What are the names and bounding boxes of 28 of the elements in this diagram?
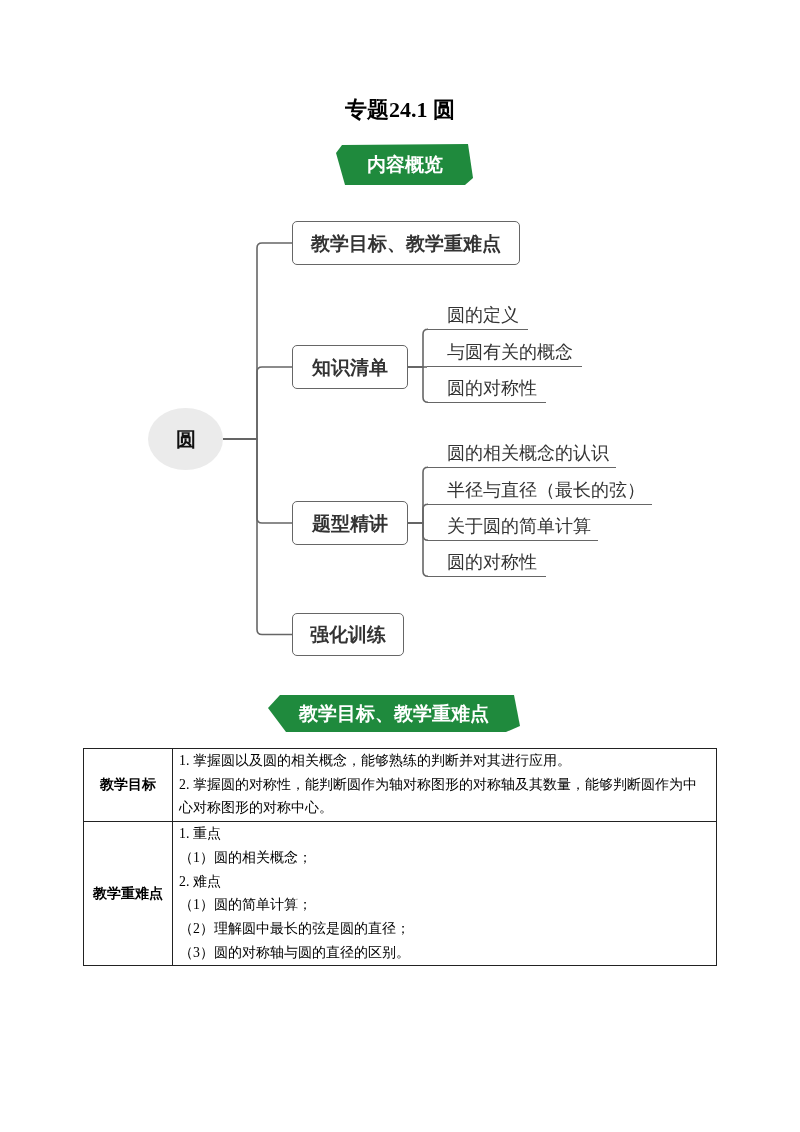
list-item: （1）圆的简单计算； [179, 896, 313, 915]
list-item: 1. 掌握圆以及圆的相关概念，能够熟练的判断并对其进行应用。 [179, 752, 572, 770]
list-item: （1）圆的相关概念； [179, 848, 313, 867]
subtopic-label: 圆的对称性 [427, 547, 546, 577]
header-cell: 教学目标 [84, 749, 173, 822]
connector-line [407, 366, 429, 404]
subtopic-label: 圆的对称性 [427, 373, 546, 403]
subtopic-label: 与圆有关的概念 [427, 337, 582, 367]
topic-box: 知识清单 [292, 345, 408, 389]
section-banner: 教学目标、教学重难点 [268, 695, 520, 732]
topic-box: 题型精讲 [292, 501, 408, 545]
section-banner: 内容概览 [336, 144, 473, 185]
list-item: （3）圆的对称轴与圆的直径的区别。 [179, 944, 411, 962]
topic-box: 强化训练 [292, 613, 404, 656]
connector-line [407, 522, 429, 578]
list-item: 2. 难点 [179, 872, 222, 891]
subtopic-label: 半径与直径（最长的弦） [427, 475, 652, 505]
subtopic-label: 圆的相关概念的认识 [427, 438, 616, 468]
topic-ellipse: 圆 [148, 408, 223, 470]
list-item: （2）理解圆中最长的弦是圆的直径； [179, 920, 411, 939]
page-title: 专题24.1 圆 [344, 96, 456, 124]
connector-line [222, 438, 293, 636]
list-item: 2. 掌握圆的对称性，能判断圆作为轴对称图形的对称轴及其数量，能够判断圆作为中心对称图形的对称中心。 [179, 775, 698, 817]
list-item: 1. 重点 [179, 825, 222, 843]
subtopic-label: 关于圆的简单计算 [427, 511, 598, 541]
topic-box: 教学目标、教学重难点 [292, 221, 520, 265]
subtopic-label: 圆的定义 [427, 300, 528, 330]
header-cell: 教学重难点 [84, 822, 173, 965]
